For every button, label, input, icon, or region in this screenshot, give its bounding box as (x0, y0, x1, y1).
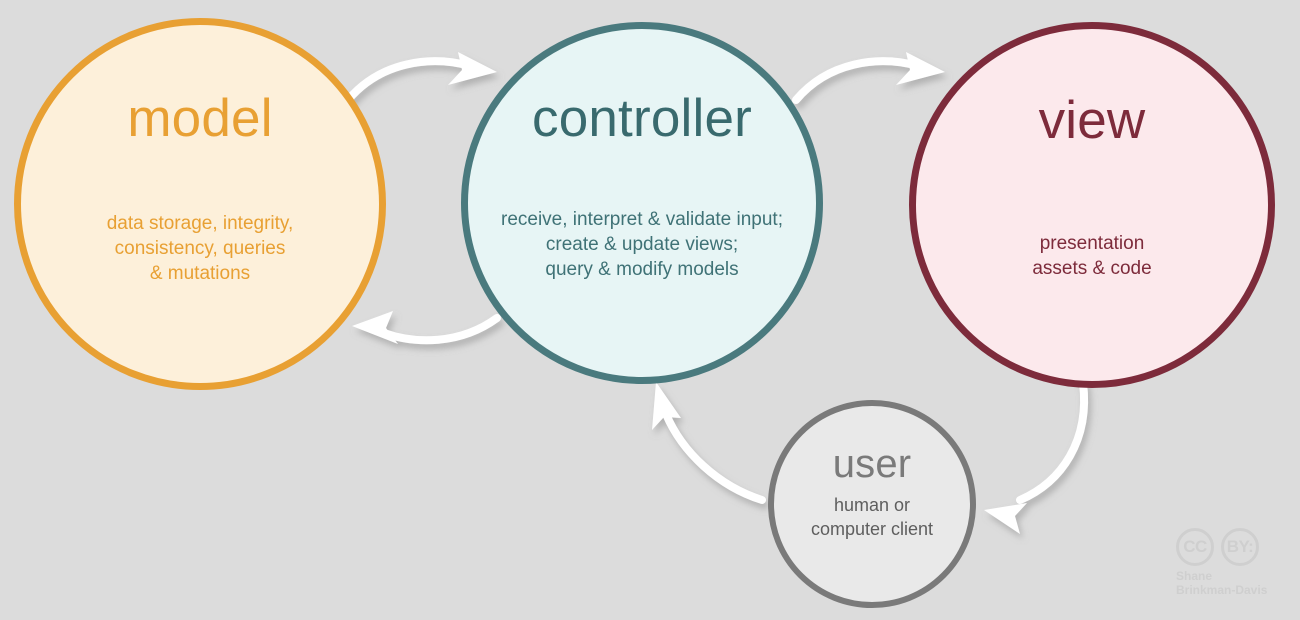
node-model[interactable]: model data storage, integrity, consisten… (14, 18, 386, 390)
node-user-title: user (832, 442, 912, 486)
arrow-controller-to-model (352, 311, 501, 345)
node-user-description: human or computer client (810, 495, 934, 539)
node-view-description: presentation assets & code (1032, 233, 1152, 280)
creative-commons-icon: CC (1176, 528, 1214, 566)
arrow-controller-to-view (792, 52, 945, 104)
arrow-view-to-user (984, 379, 1089, 534)
node-user[interactable]: user human or computer client (768, 400, 976, 608)
arrow-user-to-controller (652, 382, 766, 504)
attribution-author-line2: Brinkman-Davis (1176, 582, 1268, 597)
node-model-title: model (127, 89, 273, 148)
node-view[interactable]: view presentation assets & code (909, 22, 1275, 388)
attribution-author: Shane Brinkman-Davis (1176, 569, 1294, 598)
cc-by-icon: BY: (1221, 528, 1259, 566)
node-controller-title: controller (532, 89, 752, 148)
node-controller[interactable]: controller receive, interpret & validate… (461, 22, 823, 384)
attribution-author-line1: Shane (1176, 569, 1213, 583)
cc-badges: CC BY: (1176, 528, 1294, 566)
creative-commons-attribution: CC BY: Shane Brinkman-Davis (1176, 528, 1294, 606)
node-model-description: data storage, integrity, consistency, qu… (106, 213, 294, 285)
arrow-model-to-controller (344, 52, 497, 104)
node-controller-description: receive, interpret & validate input; cre… (501, 209, 783, 281)
node-view-title: view (1038, 91, 1146, 150)
